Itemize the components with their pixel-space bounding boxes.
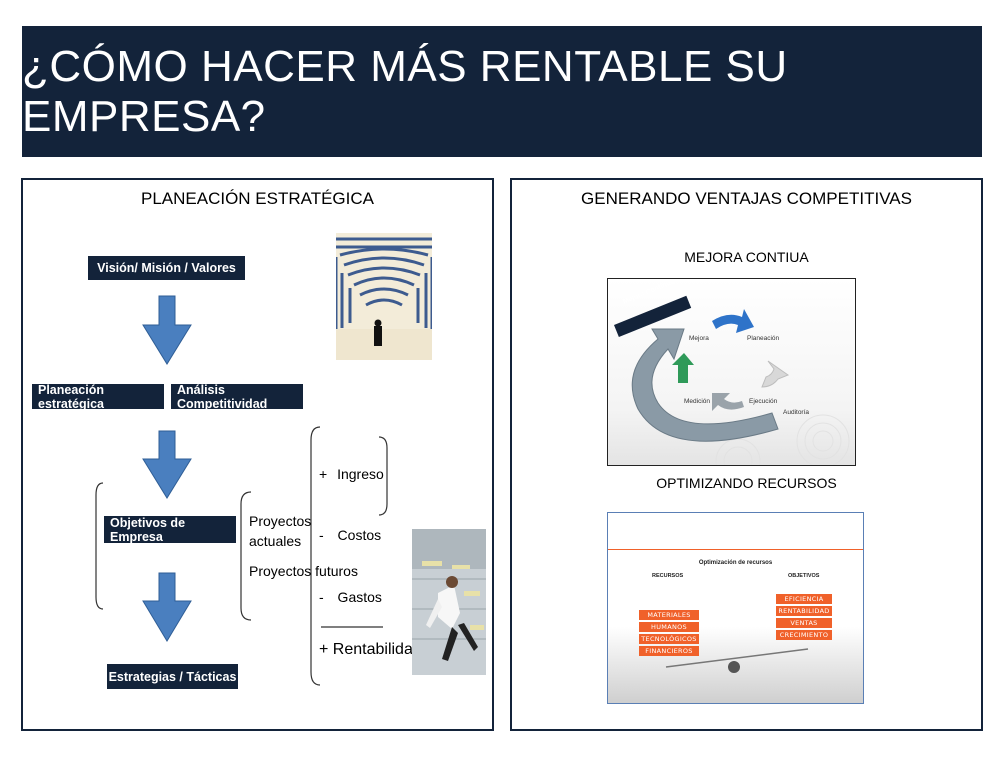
planeacion-panel: PLANEACIÓN ESTRATÉGICA Visión/ Misión / … — [21, 178, 494, 731]
mejora-continua-slide: Mejora Continua Mejora Planeación Medici… — [607, 278, 856, 466]
optimizando-subtitle: OPTIMIZANDO RECURSOS — [656, 475, 837, 491]
vision-box: Visión/ Misión / Valores — [88, 256, 245, 280]
cycle-label-mejora: Mejora — [689, 335, 709, 342]
recursos-header: RECURSOS — [652, 573, 684, 579]
rentabilidad-label: + Rentabilidad — [319, 641, 422, 658]
page-title: ¿CÓMO HACER MÁS RENTABLE SU EMPRESA? — [22, 41, 788, 141]
proyectos-actuales-label: Proyectos actuales — [249, 513, 312, 549]
analisis-box: Análisis Competitividad — [171, 383, 303, 411]
down-arrow-3 — [142, 572, 192, 642]
bracket-ingreso — [378, 436, 388, 516]
down-arrow-1 — [142, 295, 192, 365]
objetivos-box: Objetivos de Empresa — [104, 516, 236, 544]
objetivo-item: EFICIENCIA — [776, 594, 832, 604]
cycle-label-ejecucion: Ejecución — [749, 398, 778, 405]
objetivo-item: CRECIMIENTO — [776, 630, 832, 640]
recurso-item: HUMANOS — [639, 622, 699, 632]
ingreso-label: + Ingreso — [319, 466, 384, 482]
optimizacion-slide: Optimización de recursos RECURSOS OBJETI… — [607, 512, 864, 704]
objetivos-header: OBJETIVOS — [788, 573, 820, 579]
bracket-rentabilidad — [310, 426, 321, 686]
runner-image — [412, 529, 486, 675]
mejora-subtitle: MEJORA CONTIUA — [684, 249, 809, 265]
slide-title: Optimización de recursos — [698, 560, 773, 566]
cycle-label-medicion: Medición — [684, 398, 711, 405]
panel-title-ventajas: GENERANDO VENTAJAS COMPETITIVAS — [581, 189, 912, 208]
recurso-item: MATERIALES — [639, 610, 699, 620]
recurso-item: FINANCIEROS — [639, 646, 699, 656]
costos-label: - Costos — [319, 527, 382, 543]
cycle-label-planeacion: Planeación — [747, 335, 780, 342]
gastos-label: - Gastos — [319, 589, 382, 605]
panel-title-planeacion: PLANEACIÓN ESTRATÉGICA — [140, 189, 374, 208]
ventajas-panel: GENERANDO VENTAJAS COMPETITIVAS MEJORA C… — [510, 178, 983, 731]
maze-image — [336, 233, 432, 360]
bracket-proyectos — [240, 491, 252, 621]
header-banner: ¿CÓMO HACER MÁS RENTABLE SU EMPRESA? — [22, 26, 982, 157]
cycle-diagram — [614, 295, 850, 465]
proyectos-futuros-label: Proyectos futuros — [249, 563, 358, 579]
cycle-label-auditoria: Auditoría — [783, 409, 810, 416]
recurso-item: TECNOLÓGICOS — [639, 634, 699, 644]
balance-scale — [665, 648, 809, 673]
estrategias-box: Estrategias / Tácticas — [107, 664, 238, 689]
objetivo-item: VENTAS — [776, 618, 832, 628]
bracket-objetivos — [95, 482, 104, 610]
objetivo-item: RENTABILIDAD — [776, 606, 832, 616]
flow-diagram — [95, 295, 388, 686]
slide-accent-line — [608, 549, 863, 550]
planeacion-box: Planeación estratégica — [32, 383, 164, 411]
down-arrow-2 — [142, 430, 192, 499]
